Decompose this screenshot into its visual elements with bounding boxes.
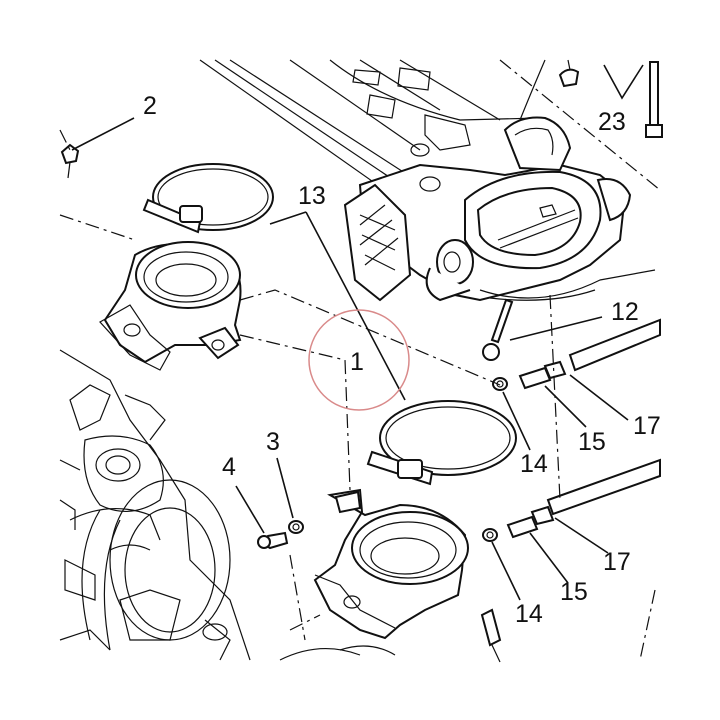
washer-14-lower: [482, 528, 498, 542]
callout-17-upper: 17: [633, 412, 661, 440]
leader-lines: [71, 64, 644, 601]
hoses: [546, 318, 661, 516]
callout-15-upper: 15: [578, 428, 606, 456]
lower-intake-boot: [313, 488, 469, 640]
bolt-2: [60, 143, 80, 179]
bolt-4: [257, 531, 289, 550]
fitting-15-lower: [506, 505, 555, 539]
fitting-15-upper: [518, 360, 567, 390]
engine-block: [59, 349, 396, 661]
callout-1: 1: [350, 348, 364, 376]
callout-labels: 1 2 3 4 12 13 14 14 15 15 17 17 23: [143, 92, 661, 628]
lower-hose-clamp: [366, 400, 517, 486]
callout-12: 12: [611, 298, 639, 326]
upper-intake-boot: [99, 241, 242, 371]
callout-14-lower: 14: [515, 600, 543, 628]
bolt-12: [482, 298, 514, 361]
callout-14-upper: 14: [520, 450, 548, 478]
washer-3: [288, 520, 304, 534]
upper-hose-clamp: [142, 163, 274, 234]
callout-3: 3: [266, 428, 280, 456]
callout-2: 2: [143, 92, 157, 120]
bolt-23: [558, 59, 663, 138]
highlight-circle: [308, 309, 410, 411]
callout-15-lower: 15: [560, 578, 588, 606]
washer-14-upper: [492, 377, 508, 391]
callout-23: 23: [598, 108, 626, 136]
throttle-body: [343, 116, 656, 302]
bolt-bottom: [480, 608, 502, 663]
callout-17-lower: 17: [603, 548, 631, 576]
callout-13: 13: [298, 182, 326, 210]
callout-4: 4: [222, 453, 236, 481]
